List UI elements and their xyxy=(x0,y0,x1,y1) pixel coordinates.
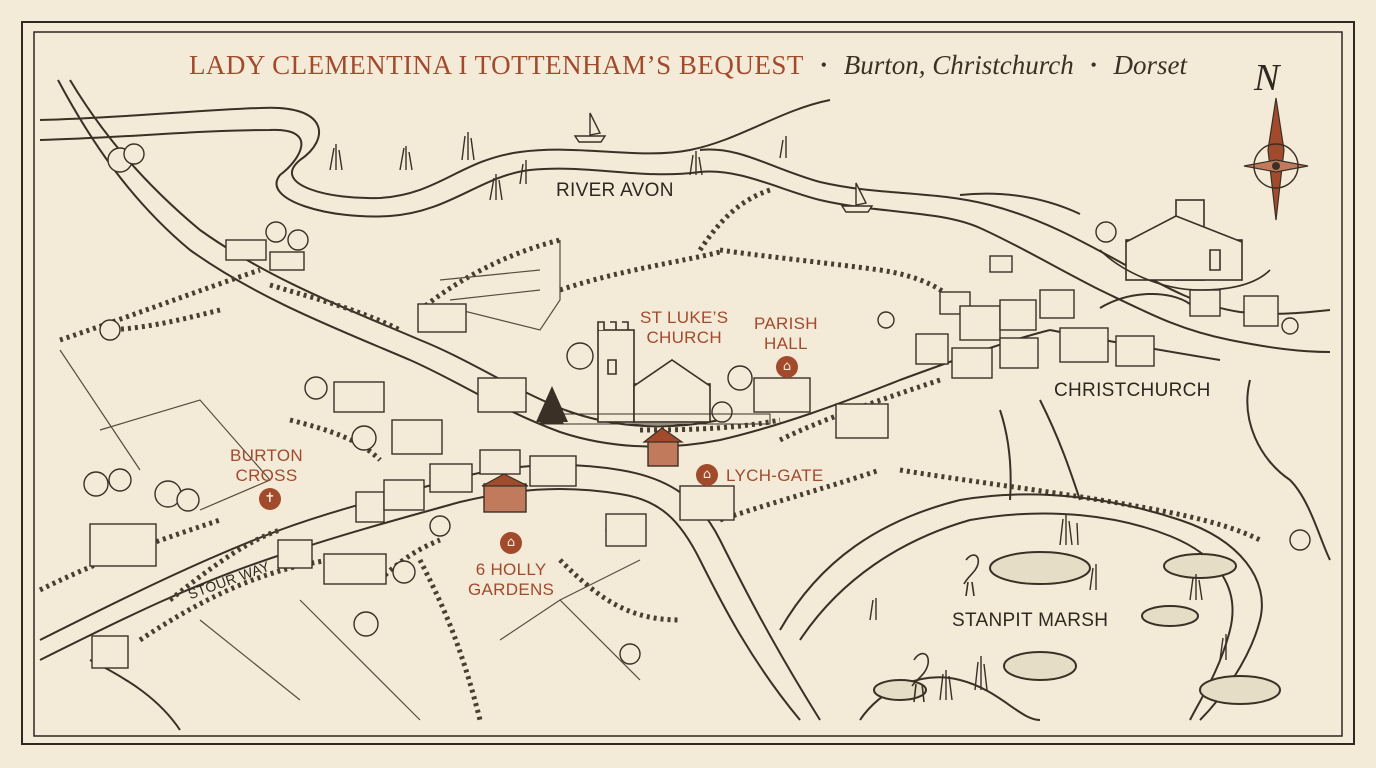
burton-cross-pin-icon[interactable]: ✝ xyxy=(259,488,281,510)
map-title: LADY CLEMENTINA I TOTTENHAM’S BEQUEST • … xyxy=(0,50,1376,81)
holly-gardens-pin-icon[interactable]: ⌂ xyxy=(500,532,522,554)
label-holly-line1: 6 HOLLY xyxy=(475,560,547,579)
marsh-reeds xyxy=(869,515,1227,701)
title-place-1: Burton, Christchurch xyxy=(843,50,1074,80)
label-parish-hall: PARISH HALL xyxy=(754,314,818,354)
label-burton-line2: CROSS xyxy=(235,466,298,485)
label-river-avon: RIVER AVON xyxy=(556,180,674,201)
tree-clusters xyxy=(83,143,1311,665)
title-place-2: Dorset xyxy=(1113,50,1188,80)
conifer-tree xyxy=(536,386,568,424)
christchurch-priory-drawing xyxy=(1099,199,1271,291)
compass-north-label: N xyxy=(1254,57,1280,99)
label-lych-gate: LYCH-GATE xyxy=(726,466,824,485)
heron-birds xyxy=(911,554,980,703)
label-stanpit-marsh: STANPIT MARSH xyxy=(952,610,1109,631)
parish-hall-pin-icon[interactable]: ⌂ xyxy=(776,356,798,378)
outer-border xyxy=(21,21,1355,745)
stanpit-marsh xyxy=(779,493,1281,721)
label-holly-line2: GARDENS xyxy=(468,580,555,599)
holly-gardens-roof xyxy=(481,473,529,487)
lych-gate-structure xyxy=(647,439,679,467)
label-st-lukes-church: ST LUKE’S CHURCH xyxy=(640,308,728,348)
title-main: LADY CLEMENTINA I TOTTENHAM’S BEQUEST xyxy=(188,50,804,80)
label-st-lukes-line1: ST LUKE’S xyxy=(640,308,729,327)
lych-gate-roof xyxy=(642,427,684,443)
inner-border xyxy=(33,31,1343,737)
lych-gate-pin-icon[interactable]: ⌂ xyxy=(696,464,718,486)
label-6-holly-gardens: 6 HOLLY GARDENS xyxy=(468,560,554,600)
label-parish-line1: PARISH xyxy=(754,314,818,333)
label-burton-cross: BURTON CROSS xyxy=(230,446,303,486)
village-buildings xyxy=(89,239,1279,669)
compass-rose xyxy=(1243,97,1309,221)
label-parish-line2: HALL xyxy=(764,334,808,353)
label-burton-line1: BURTON xyxy=(230,446,303,465)
holly-gardens-house xyxy=(483,483,527,513)
river-reeds xyxy=(329,132,787,201)
priory-bridge xyxy=(1099,293,1191,309)
title-separator-1: • xyxy=(820,55,827,75)
st-lukes-church-drawing xyxy=(539,321,771,425)
title-separator-2: • xyxy=(1090,55,1097,75)
label-christchurch: CHRISTCHURCH xyxy=(1054,380,1211,401)
sail-boats xyxy=(573,112,874,213)
label-st-lukes-line2: CHURCH xyxy=(646,328,722,347)
